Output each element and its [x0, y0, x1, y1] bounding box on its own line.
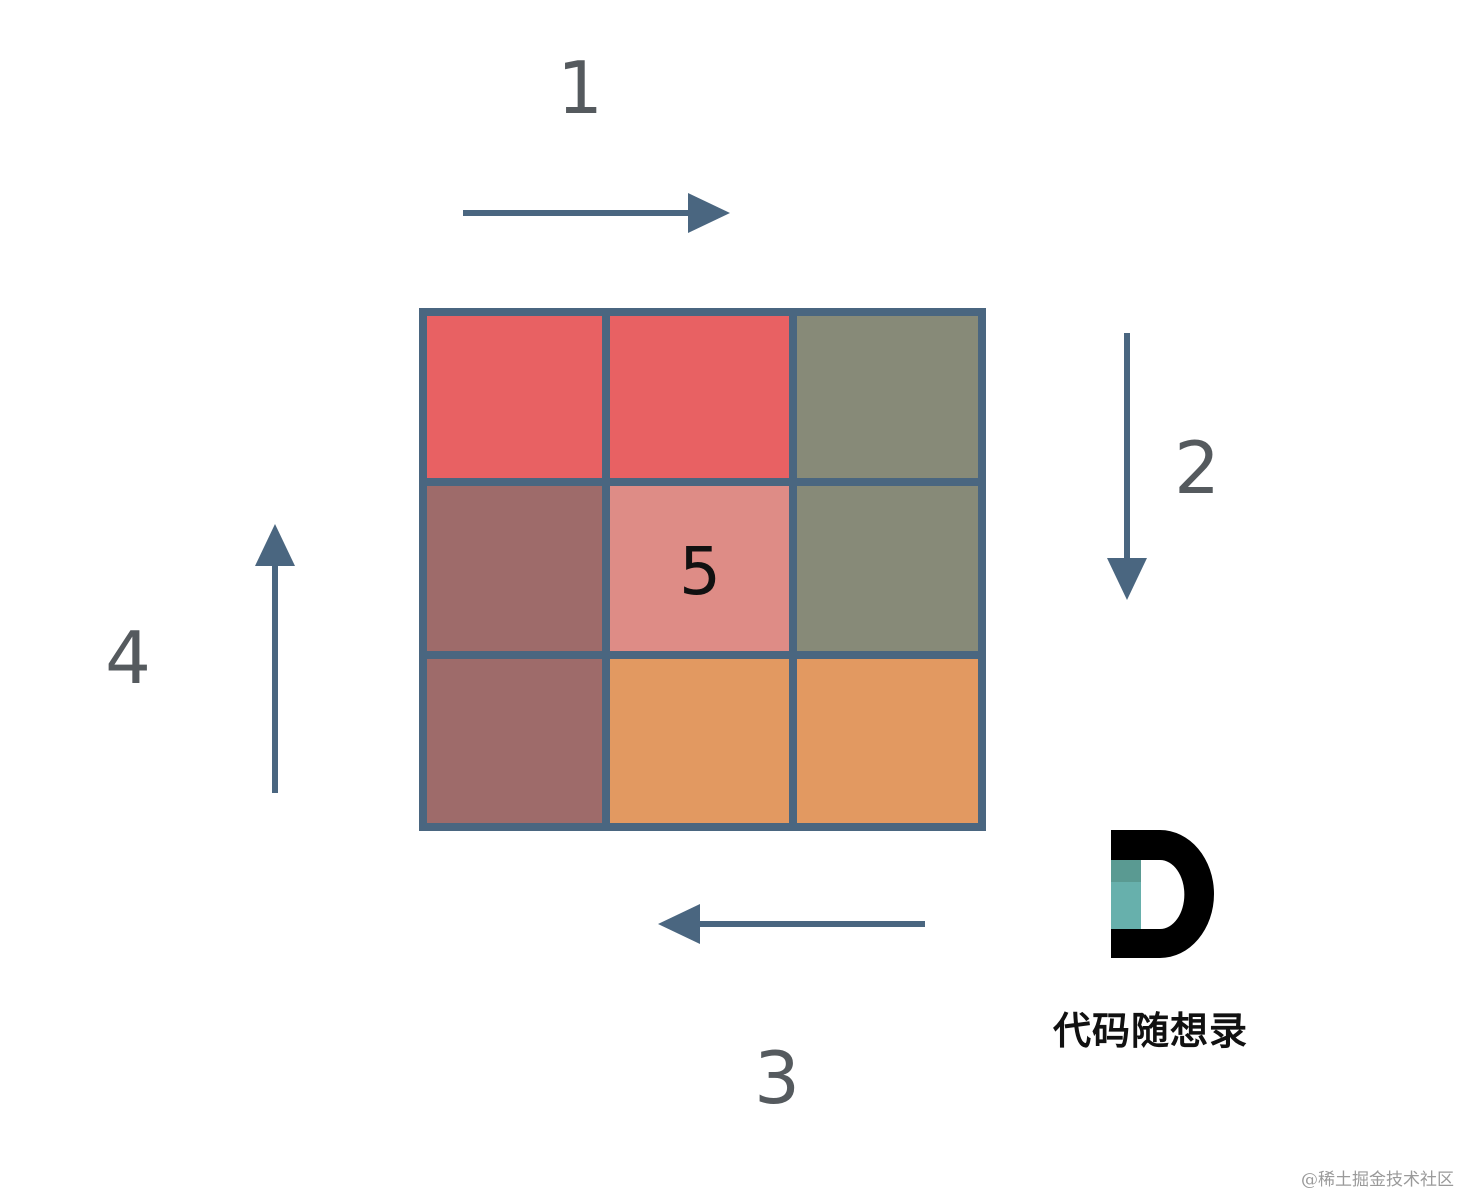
grid-cell	[602, 651, 797, 831]
logo-accent	[1111, 882, 1141, 929]
arrow-down	[1107, 333, 1147, 600]
grid-cell	[419, 651, 610, 831]
grid-cell	[789, 651, 986, 831]
matrix-grid	[419, 308, 986, 831]
grid-cell	[789, 478, 986, 659]
logo-text: 代码随想录	[1053, 1009, 1249, 1053]
step-label-1: 1	[557, 46, 603, 130]
grid-cell	[419, 308, 610, 486]
step-label-2: 2	[1174, 426, 1220, 510]
grid-cell	[602, 308, 797, 486]
watermark: @稀土掘金技术社区	[1301, 1170, 1454, 1190]
arrow-up	[255, 524, 295, 793]
arrow-left	[658, 904, 925, 944]
logo-d-icon	[1111, 830, 1214, 958]
grid-cell	[419, 478, 610, 659]
center-cell-label: 5	[679, 533, 721, 610]
grid-cell	[789, 308, 986, 486]
arrow-right	[463, 193, 730, 233]
step-label-3: 3	[754, 1036, 800, 1120]
step-label-4: 4	[105, 616, 151, 700]
logo-accent-top	[1111, 860, 1141, 882]
